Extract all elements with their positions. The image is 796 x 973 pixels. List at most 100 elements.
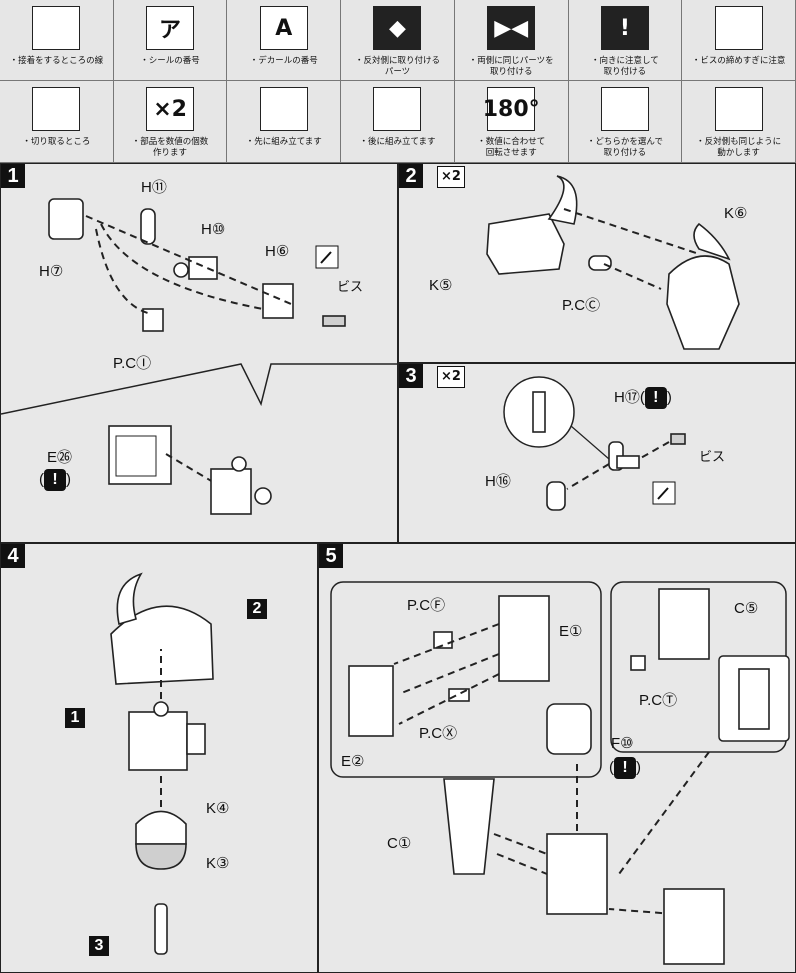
label-k6: K⑥ — [724, 205, 748, 222]
legend-text: ・切り取るところ — [22, 137, 91, 147]
f10-caution: (!) — [609, 757, 641, 779]
part-k4 — [135, 810, 187, 845]
arrow-5 — [493, 833, 548, 855]
same-flip-icon — [714, 87, 763, 131]
multiply-icon: ×2 — [146, 87, 195, 131]
label-h6: H⑥ — [265, 243, 290, 260]
screw — [670, 433, 686, 445]
legend-text: ・向きに注意して 取り付ける — [591, 56, 659, 77]
legend-text: ・先に組み立てます — [245, 137, 322, 147]
legend-text: ・反対側も同じように 動かします — [696, 137, 782, 158]
horn-left — [547, 175, 578, 225]
label-pcx: P.CⓍ — [419, 725, 458, 742]
part-k5 — [486, 213, 565, 275]
caution-icon: ! — [614, 757, 636, 779]
legend-item: ・ビスの締めすぎに注意 — [682, 0, 796, 81]
legend-item: ア・シールの番号 — [113, 0, 228, 81]
ref-step-2: 2 — [247, 599, 267, 619]
legend-text: ・シールの番号 — [140, 56, 200, 66]
label-e1: E① — [559, 623, 583, 640]
step-4-drawing — [110, 572, 214, 955]
arrow-2 — [398, 653, 500, 695]
part-h16 — [546, 481, 566, 511]
assembly-3 — [154, 903, 168, 955]
step-2-panel: 2 ×2 K⑥ K⑤ P.CⒸ — [398, 163, 796, 363]
part-f10 — [546, 703, 592, 755]
step-1-panel: 1 H⑪ H⑩ H⑥ H⑦ P.CⒾ ビス E㉖ (!) — [0, 163, 398, 543]
label-f10: F⑩ — [611, 735, 634, 752]
both-sides-icon: ▶◀ — [487, 6, 536, 50]
legend-item: ・反対側も同じように 動かします — [682, 81, 796, 163]
caution-icon: ! — [644, 387, 667, 410]
step-5-drawing — [330, 581, 790, 965]
part-pcc — [588, 255, 612, 271]
ref-step-1: 1 — [65, 708, 85, 728]
screw — [322, 315, 346, 327]
part-pct — [630, 655, 646, 671]
step-number: 3 — [399, 364, 423, 388]
label-k3: K③ — [206, 855, 230, 872]
part-assembly-1 — [210, 468, 252, 515]
legend-item: A ・デカールの番号 — [227, 0, 342, 81]
ref-step-3: 3 — [89, 936, 109, 956]
part-k3 — [135, 843, 187, 870]
assembly-1 — [128, 711, 188, 771]
sticker-icon: ア — [146, 6, 195, 50]
legend-text: ・ビスの締めすぎに注意 — [691, 56, 786, 66]
step-number: 4 — [1, 544, 25, 568]
arrow-1 — [563, 208, 700, 255]
legend-text: ・後に組み立てます — [359, 137, 436, 147]
legend-item: !・向きに注意して 取り付ける — [568, 0, 683, 81]
legend-text: ・どちらかを選んで 取り付ける — [586, 137, 663, 158]
label-k5: K⑤ — [429, 277, 453, 294]
part-e2 — [348, 665, 394, 737]
step-1-drawing — [1, 198, 397, 515]
multiply-badge: ×2 — [437, 166, 465, 188]
label-h11: H⑪ — [141, 179, 167, 196]
label-e2: E② — [341, 753, 365, 770]
legend-text: ・両側に同じパーツを 取り付ける — [468, 56, 554, 77]
step-number: 2 — [399, 164, 423, 188]
part-pcf — [433, 631, 453, 649]
label-h7: H⑦ — [39, 263, 64, 280]
label-c1: C① — [387, 835, 412, 852]
screw-caution-icon — [714, 6, 763, 50]
label-h17: H⑰(!) — [614, 386, 672, 410]
cut-icon — [32, 87, 81, 131]
label-pct: P.CⓉ — [639, 692, 678, 709]
rotate-icon: 180° — [483, 87, 540, 131]
part-k6 — [666, 255, 740, 350]
flip-side-icon: ◆ — [373, 6, 422, 50]
legend-item: ×2・部品を数値の個数 作ります — [113, 81, 228, 163]
part-h10 — [188, 256, 218, 280]
decal-icon: A — [259, 6, 308, 50]
horn-right — [693, 222, 731, 261]
part-h10-ball — [173, 262, 189, 278]
legend-item: ・接着をするところの線 — [0, 0, 114, 81]
arrow-6 — [496, 853, 548, 875]
label-screw: ビス — [337, 279, 364, 294]
part-c5 — [658, 588, 710, 660]
label-e26: E㉖ — [47, 449, 73, 466]
arrow-2 — [95, 228, 152, 315]
part-e26 — [108, 425, 172, 485]
legend-item: 180° ・数値に合わせて 回転させます — [454, 81, 569, 163]
legend-text: ・数値に合わせて 回転させます — [477, 137, 546, 158]
step-5-panel: 5 P.CⒻ E① E② P.CⓍ C⑤ P.CⓉ F⑩ (!) C① — [318, 543, 796, 973]
label-h16: H⑯ — [485, 473, 511, 490]
legend-text: ・反対側に取り付ける パーツ — [354, 56, 440, 77]
step-3-panel: 3 ×2 H⑰(!) ビス H⑯ — [398, 363, 796, 543]
leg-assembly — [546, 833, 608, 915]
legend-text: ・デカールの番号 — [249, 56, 318, 66]
assemble-later-icon — [373, 87, 422, 131]
label-pcc: P.CⒸ — [562, 297, 601, 314]
part-h7 — [48, 198, 84, 240]
e26-caution: (!) — [39, 469, 71, 491]
step-number: 1 — [1, 164, 25, 188]
legend-item: ・後に組み立てます — [341, 81, 455, 163]
assemble-first-icon — [259, 87, 308, 131]
arrow-7 — [618, 751, 710, 875]
arrow-4 — [165, 453, 214, 483]
legend-item: ▶◀ ・両側に同じパーツを 取り付ける — [454, 0, 569, 81]
arrow-3 — [100, 223, 264, 310]
